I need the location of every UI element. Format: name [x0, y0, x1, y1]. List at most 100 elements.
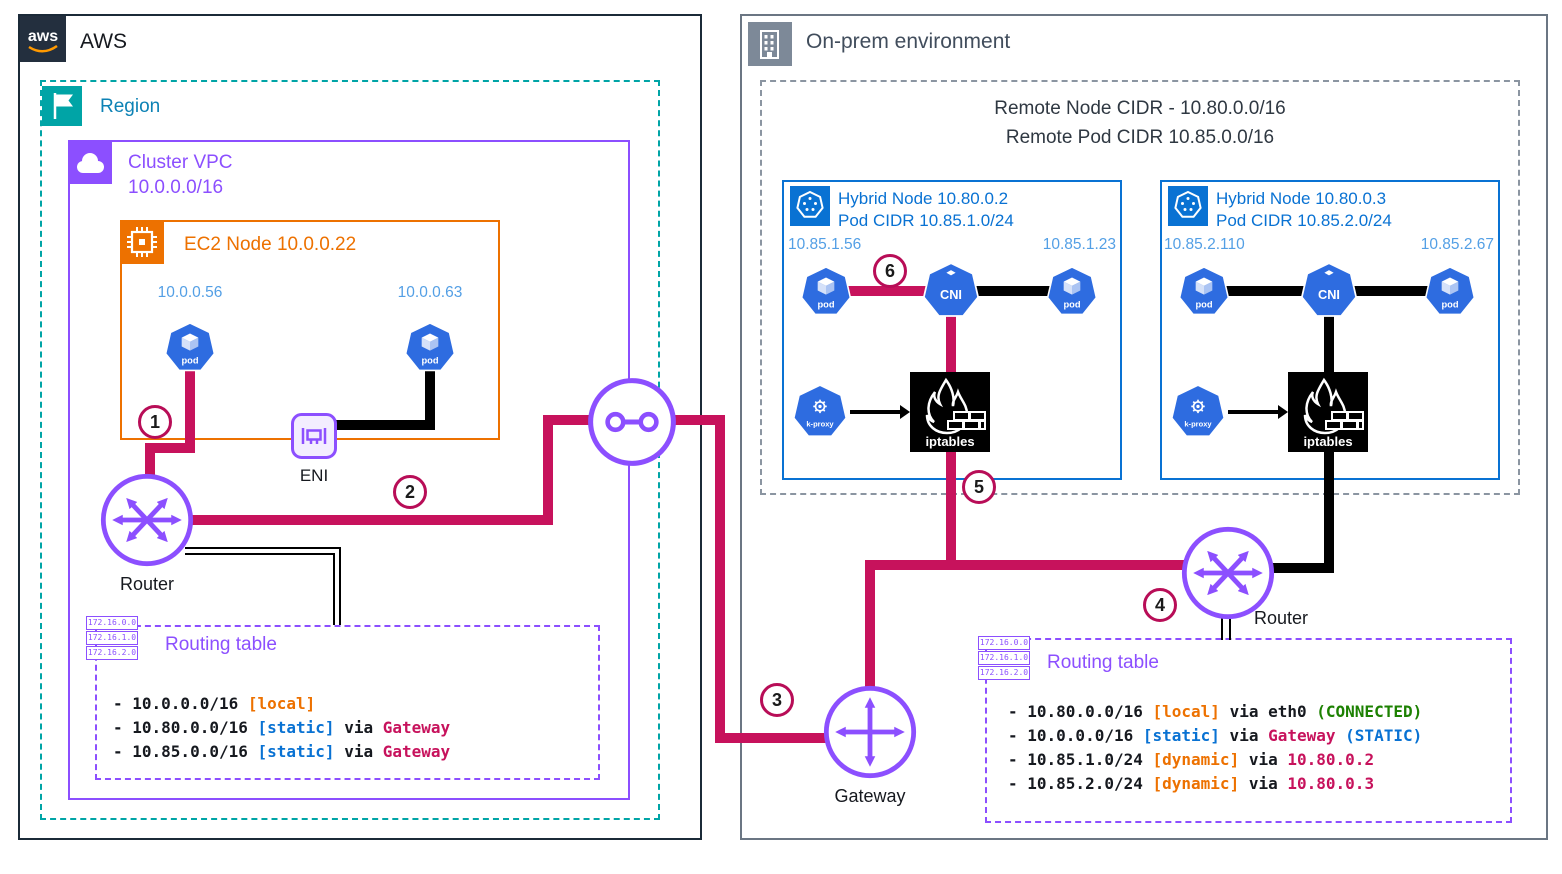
aws-boundary-box: [18, 14, 702, 840]
remote-cidr-titles: Remote Node CIDR - 10.80.0.0/16 Remote P…: [760, 94, 1520, 152]
pod-icon: pod: [1178, 266, 1230, 318]
hybrid-node-title: Hybrid Node 10.80.0.3: [1216, 189, 1387, 208]
eni-icon: [290, 412, 338, 460]
traffic-path-black: [1225, 286, 1325, 296]
step-badge-3: 3: [760, 683, 794, 717]
traffic-path-magenta: [715, 733, 830, 743]
aws-logo-text: aws: [28, 28, 58, 45]
cni-label: CNI: [940, 287, 962, 302]
traffic-path-black: [1330, 286, 1430, 296]
traffic-path-magenta: [185, 515, 553, 525]
hybrid-node-subtitle: Pod CIDR 10.85.2.0/24: [1216, 211, 1392, 230]
traffic-path-magenta: [670, 415, 725, 425]
routing-table-title: Routing table: [165, 634, 277, 655]
pod-ip-label: 10.85.2.67: [1420, 236, 1494, 253]
vpc-cidr-label: 10.0.0.0/16: [128, 177, 224, 198]
remote-node-cidr-label: Remote Node CIDR - 10.80.0.0/16: [994, 98, 1286, 119]
pod-ip-label: 10.85.1.23: [1042, 236, 1116, 253]
cni-label: CNI: [1318, 287, 1340, 302]
association-line: [339, 547, 341, 625]
step-badge-2: 2: [393, 475, 427, 509]
kproxy-arrow: [850, 410, 900, 414]
traffic-path-magenta: [865, 560, 875, 690]
router-label: Router: [1254, 608, 1309, 628]
aws-routing-table-box: [95, 625, 600, 780]
routing-table-entry: - 10.80.0.0/16 [static] via Gateway: [113, 718, 451, 737]
step-badge-5: 5: [962, 470, 996, 504]
vpc-label: Cluster VPC: [128, 152, 233, 173]
routing-table-icon-row: 172.16.0.0: [978, 636, 1030, 650]
hybrid-node-icon: [790, 186, 830, 226]
eni-label: ENI: [299, 466, 329, 485]
routing-table-icon: 172.16.0.0 172.16.1.0 172.16.2.0: [978, 636, 1030, 680]
pod-ip-label: 10.0.0.56: [157, 284, 223, 301]
step-badge-6: 6: [873, 254, 907, 288]
router-icon: [1180, 525, 1276, 621]
traffic-path-magenta: [543, 415, 553, 525]
routing-table-entry: - 10.85.1.0/24 [dynamic] via 10.80.0.2: [1008, 750, 1375, 769]
pod-label: pod: [1441, 300, 1458, 310]
kproxy-arrowhead-icon: [900, 405, 910, 419]
hybrid-node-subtitle: Pod CIDR 10.85.1.0/24: [838, 211, 1014, 230]
routing-table-entry: - 10.85.2.0/24 [dynamic] via 10.80.0.3: [1008, 774, 1375, 793]
traffic-path-black: [330, 420, 430, 430]
pod-label: pod: [1195, 300, 1212, 310]
pod-label: pod: [181, 356, 198, 366]
pod-icon: pod: [1424, 266, 1476, 318]
traffic-path-black: [975, 286, 1053, 296]
remote-pod-cidr-label: Remote Pod CIDR 10.85.0.0/16: [1005, 127, 1275, 148]
traffic-path-magenta: [185, 358, 195, 453]
aws-logo-icon: aws: [20, 16, 66, 62]
traffic-path-magenta: [845, 286, 930, 296]
gateway-label: Gateway: [834, 786, 906, 806]
cni-icon: CNI: [922, 262, 980, 320]
routing-table-entry: - 10.85.0.0/16 [static] via Gateway: [113, 742, 451, 761]
traffic-path-magenta: [145, 443, 155, 483]
routing-table-entry: - 10.0.0.0/16 [local]: [113, 694, 316, 713]
routing-table-icon-row: 172.16.2.0: [978, 666, 1030, 680]
pod-ip-label: 10.85.2.110: [1164, 236, 1245, 253]
routing-table-icon: 172.16.0.0 172.16.1.0 172.16.2.0: [86, 616, 138, 660]
association-line: [1221, 618, 1223, 640]
cni-icon: CNI: [1300, 262, 1358, 320]
onprem-boundary-box: [740, 14, 1548, 840]
association-line: [333, 553, 335, 625]
pod-label: pod: [1063, 300, 1080, 310]
vpc-cloud-icon: [68, 140, 112, 184]
router-icon: [99, 472, 195, 568]
routing-table-icon-row: 172.16.1.0: [978, 651, 1030, 665]
iptables-icon: iptables: [910, 372, 990, 452]
iptables-label: iptables: [925, 434, 974, 449]
ec2-node-label: EC2 Node 10.0.0.22: [184, 234, 357, 255]
routing-table-icon-row: 172.16.0.0: [86, 616, 138, 630]
traffic-path-magenta: [543, 415, 603, 425]
iptables-icon: iptables: [1288, 372, 1368, 452]
routing-table-icon-row: 172.16.1.0: [86, 631, 138, 645]
routing-table-entry: - 10.80.0.0/16 [local] via eth0 (CONNECT…: [1008, 702, 1423, 721]
pod-icon: pod: [800, 266, 852, 318]
kproxy-label: k-proxy: [1184, 420, 1212, 429]
pod-ip-label: 10.85.1.56: [788, 236, 862, 253]
routing-table-entry: - 10.0.0.0/16 [static] via Gateway (STAT…: [1008, 726, 1423, 745]
routing-table-icon-row: 172.16.2.0: [86, 646, 138, 660]
aws-routing-table-entries: - 10.0.0.0/16 [local] - 10.80.0.0/16 [sta…: [113, 692, 450, 764]
pod-icon: pod: [1046, 266, 1098, 318]
traffic-path-magenta: [715, 415, 725, 743]
traffic-path-magenta: [865, 560, 1190, 570]
region-label: Region: [100, 96, 161, 117]
association-line: [185, 553, 335, 555]
traffic-path-black: [1268, 563, 1334, 573]
aws-label: AWS: [80, 30, 128, 53]
pod-label: pod: [421, 356, 438, 366]
kproxy-arrowhead-icon: [1278, 405, 1288, 419]
pod-icon: pod: [404, 322, 456, 374]
onprem-building-icon: [748, 22, 792, 66]
step-badge-1: 1: [138, 405, 172, 439]
vpc-box: [68, 140, 630, 800]
pod-icon: pod: [164, 322, 216, 374]
step-badge-4: 4: [1143, 588, 1177, 622]
traffic-path-magenta: [145, 443, 195, 453]
remote-cidr-box: [760, 80, 1520, 495]
pod-label: pod: [817, 300, 834, 310]
